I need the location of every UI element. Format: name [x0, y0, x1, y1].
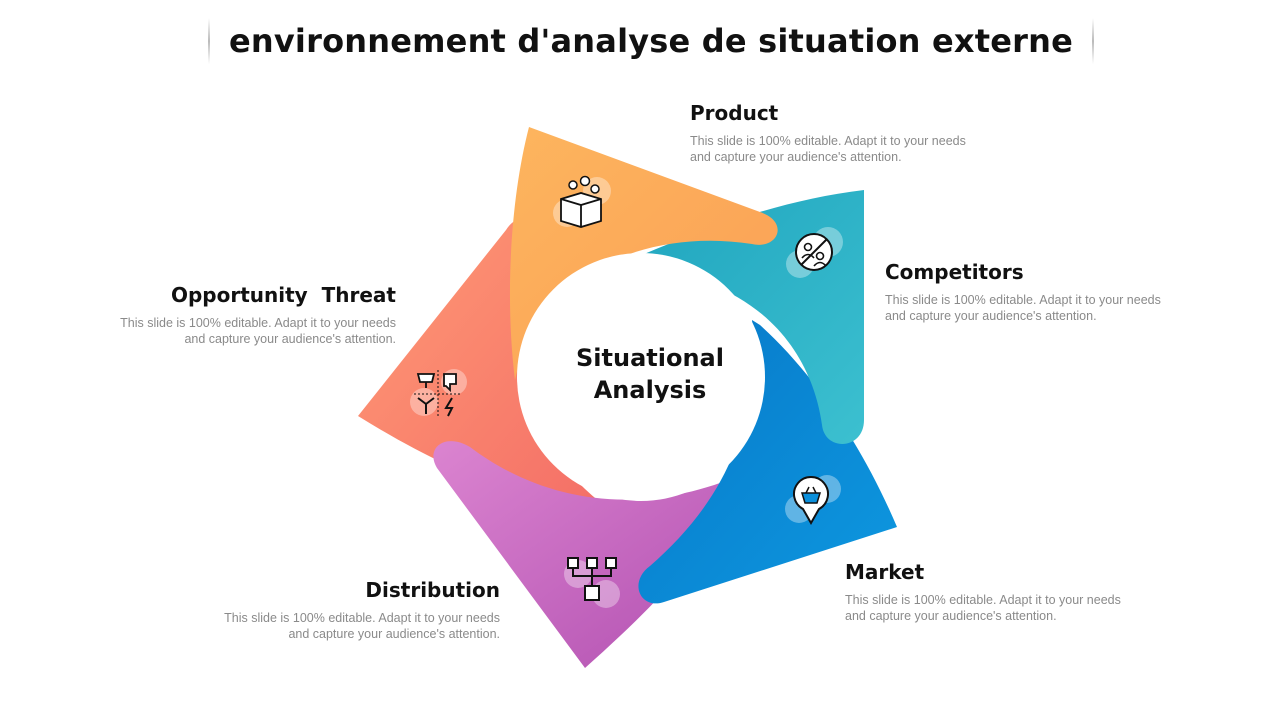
basket-pin-icon — [785, 475, 841, 526]
market-description: This slide is 100% editable. Adapt it to… — [845, 593, 1121, 623]
competitors-description: This slide is 100% editable. Adapt it to… — [885, 293, 1161, 323]
distribution-description: This slide is 100% editable. Adapt it to… — [224, 611, 500, 641]
segment-distribution — [433, 441, 752, 668]
market-heading: Market — [845, 560, 925, 584]
label-product: Product This slide is 100% editable. Ada… — [690, 101, 980, 165]
product-heading: Product — [690, 101, 779, 125]
label-distribution: Distribution This slide is 100% editable… — [210, 578, 500, 642]
label-market: Market This slide is 100% editable. Adap… — [845, 560, 1135, 624]
title-left-rule — [208, 18, 210, 64]
product-description: This slide is 100% editable. Adapt it to… — [690, 134, 966, 164]
center-line-2: Analysis — [593, 376, 707, 404]
center-label: Situational Analysis — [560, 342, 740, 406]
segment-market — [638, 320, 897, 604]
center-line-1: Situational — [576, 344, 724, 372]
hierarchy-icon — [564, 557, 620, 608]
distribution-heading: Distribution — [365, 578, 500, 602]
opportunity-threat-heading: Opportunity Threat — [170, 283, 396, 307]
swot-icon — [410, 369, 467, 418]
segment-product — [509, 127, 778, 380]
label-competitors: Competitors This slide is 100% editable.… — [885, 260, 1175, 324]
label-opportunity-threat: Opportunity Threat This slide is 100% ed… — [106, 283, 396, 347]
slide-title: environnement d'analyse de situation ext… — [228, 22, 1074, 60]
competitors-icon — [786, 227, 843, 278]
competitors-heading: Competitors — [885, 260, 1024, 284]
opportunity-threat-description: This slide is 100% editable. Adapt it to… — [120, 316, 396, 346]
title-right-rule — [1092, 18, 1094, 64]
box-icon — [553, 175, 611, 228]
center-disc — [517, 253, 765, 501]
